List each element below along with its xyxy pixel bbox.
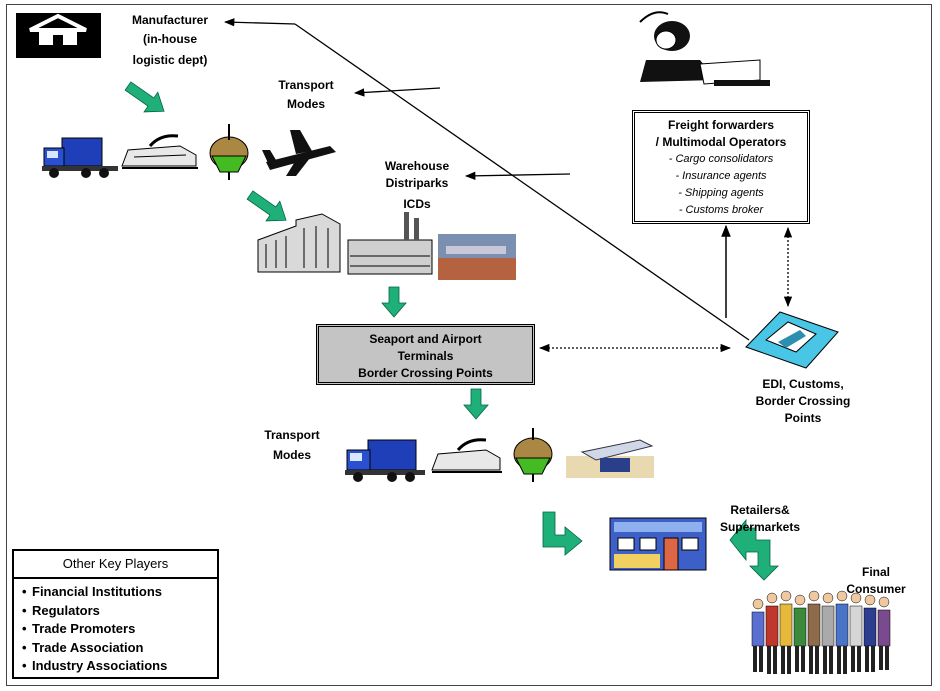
edi-label: EDI, Customs, Border Crossing Points [755,377,851,425]
green-arrow-1 [124,81,165,113]
freight-title-line-2: / Multimodal Operators [655,135,787,149]
warehouse-label: Warehouse Distriparks ICDs [384,159,450,211]
other-key-players-box: Other Key Players Financial Institutions… [12,549,219,679]
green-bent-arrow-1 [542,511,583,556]
warehouse-icon [347,212,433,275]
truck-icon-2 [345,439,425,482]
freight-item: - Cargo consolidators [668,153,774,165]
edi-to-manufacturer-line [223,18,750,341]
green-down-arrow-1 [381,286,407,318]
factory-icon [257,213,341,273]
ship-icon [209,124,249,180]
transport-modes-top-label: Transport Modes [278,78,334,111]
final-consumer-label: Final Consumer [846,565,906,596]
list-item: Trade Association [22,639,217,658]
consumers-icon [751,590,891,674]
edi-computer-icon [745,311,839,369]
key-players-list: Financial Institutions Regulators Trade … [14,583,217,676]
freight-title-line-1: Freight forwarders [667,118,775,132]
line-to-transport-modes [353,87,441,97]
freight-forwarders-box: Freight forwarders / Multimodal Operator… [632,110,810,224]
green-bent-arrow-2 [729,518,779,581]
freight-item: - Customs broker [678,204,764,216]
retailers-label: Retailers& Supermarkets [719,503,801,534]
store-icon [609,517,707,571]
port-photo [438,234,516,280]
terminals-box: Seaport and Airport Terminals Border Cro… [316,324,535,385]
line-to-warehouse [464,171,571,180]
list-item: Trade Promoters [22,620,217,639]
truck-icon [42,137,118,178]
airplane-icon [262,130,336,176]
other-key-players-header: Other Key Players [14,551,217,579]
diagram-frame [6,4,932,686]
green-down-arrow-2 [463,388,489,420]
freight-item: - Insurance agents [675,170,767,182]
list-item: Industry Associations [22,657,217,676]
train-icon-2 [431,438,502,473]
manufacturer-label: Manufacturer (in-house logistic dept) [131,13,208,67]
freight-item: - Shipping agents [678,187,764,199]
train-icon [121,134,198,169]
green-arrow-2 [246,190,287,222]
transport-modes-bottom-label: Transport Modes [264,428,320,462]
list-item: Financial Institutions [22,583,217,602]
office-worker-icon [639,11,770,86]
list-item: Regulators [22,602,217,621]
cargo-plane-icon [566,439,654,478]
ship-icon-2 [513,428,553,482]
house-icon [16,13,101,58]
